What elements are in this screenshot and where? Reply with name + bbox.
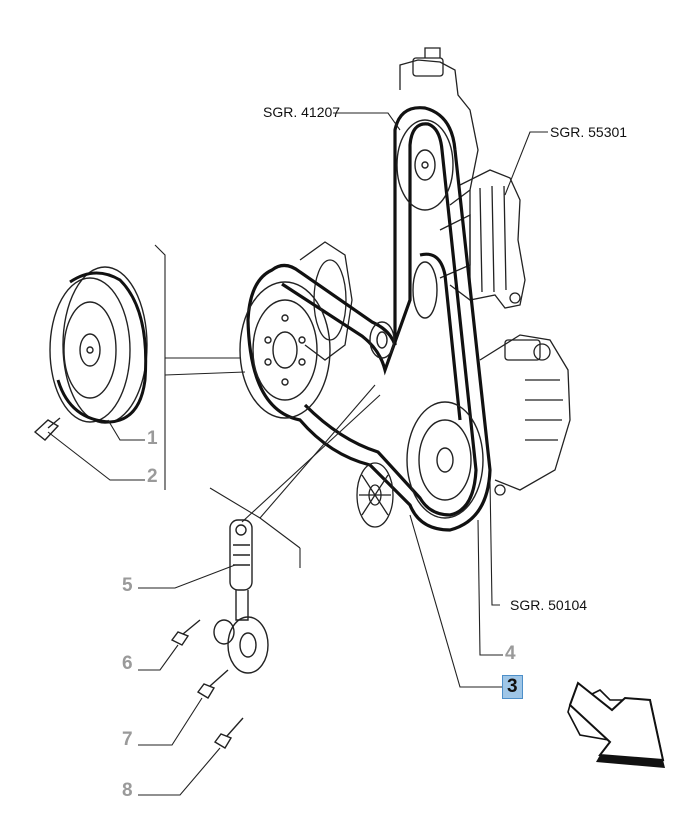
part-number-3[interactable]: 3 (502, 675, 523, 699)
part-number-6[interactable]: 6 (122, 653, 133, 674)
part-number-4[interactable]: 4 (505, 643, 516, 664)
crankshaft-pulley (239, 281, 331, 419)
poly-v-belt (246, 106, 492, 532)
alternator (439, 169, 526, 309)
lower-auxiliary-pulley (356, 462, 394, 528)
alternator-pulley (412, 261, 438, 319)
part-number-7[interactable]: 7 (122, 729, 133, 750)
part-7-bolt (196, 669, 229, 699)
ref-sgr-55301: SGR. 55301 (550, 124, 628, 140)
part-number-1[interactable]: 1 (147, 428, 158, 449)
ac-compressor-pulley (406, 401, 484, 519)
part-1-pulley (49, 266, 148, 424)
ref-sgr-50104: SGR. 50104 (510, 597, 588, 613)
grouping-lines (154, 244, 381, 568)
part-6-bolt (170, 619, 201, 646)
direction-arrow (567, 681, 665, 768)
leader-lines (47, 112, 548, 796)
part-number-2[interactable]: 2 (147, 466, 158, 487)
part-5-tensioner (213, 519, 269, 674)
part-2-bolt (33, 417, 61, 441)
pump-pulley (396, 119, 454, 211)
power-steering-pump (399, 47, 479, 206)
part-number-8[interactable]: 8 (122, 780, 133, 801)
ref-sgr-41207: SGR. 41207 (263, 104, 341, 120)
part-1-pulley-outline (56, 271, 148, 424)
part-8-bolt (213, 717, 244, 749)
idler-roller (369, 321, 395, 359)
part-number-5[interactable]: 5 (122, 575, 133, 596)
ac-compressor (479, 334, 571, 496)
